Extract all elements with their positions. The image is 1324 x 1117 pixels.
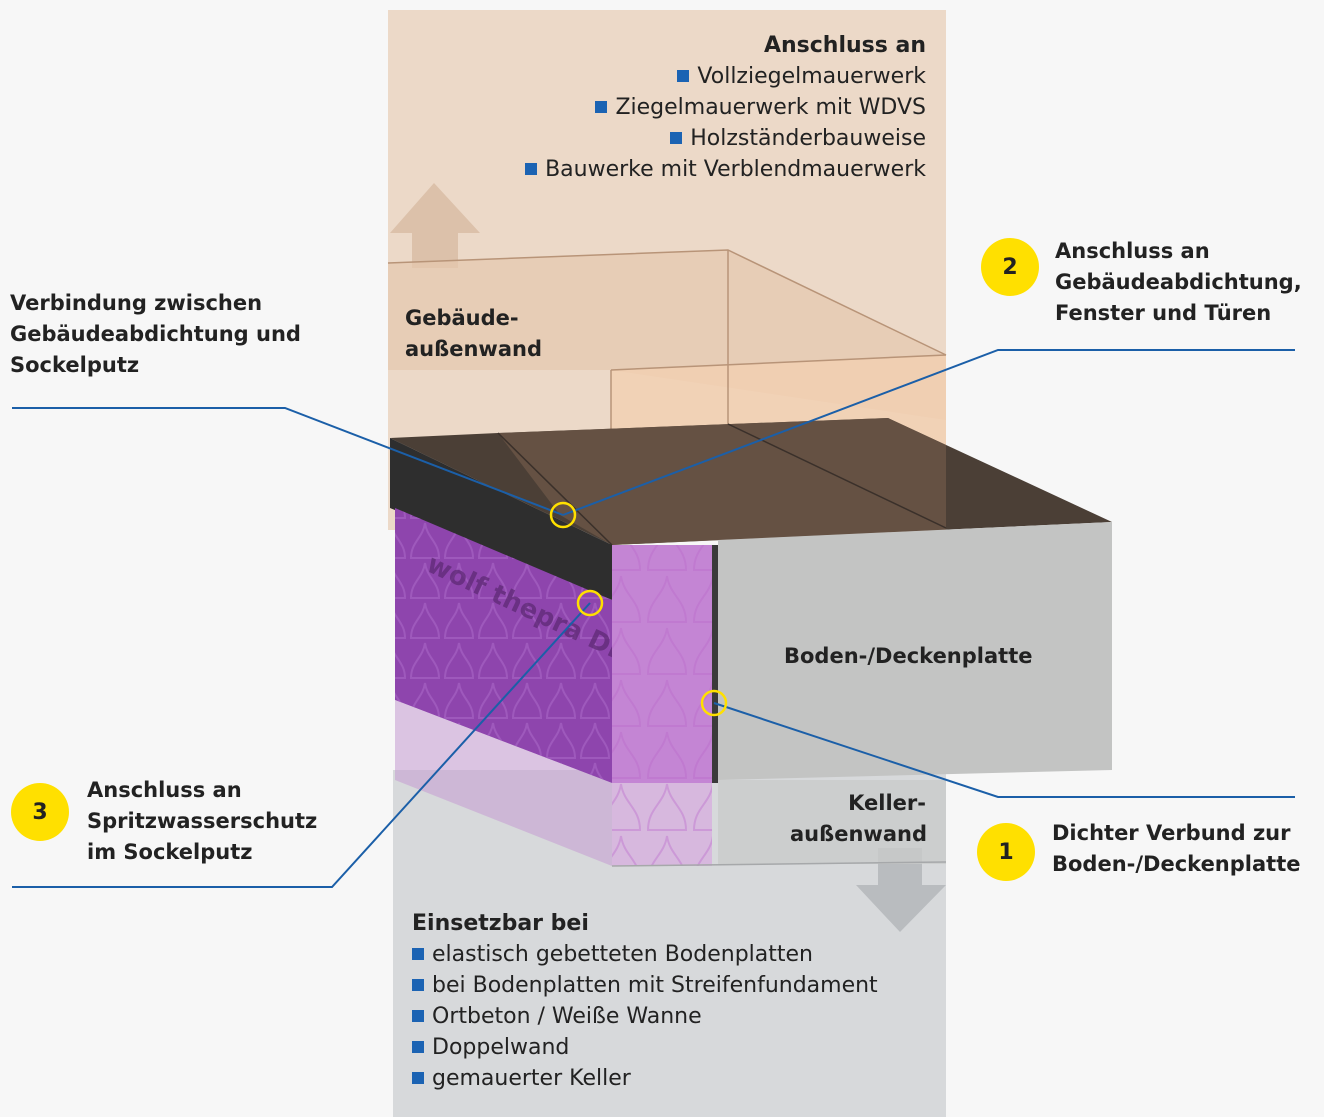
- floor-slab: [718, 522, 1112, 780]
- label-upper-wall: Gebäude- außenwand: [405, 306, 542, 361]
- top-list: Anschluss an Vollziegelmauerwerk Ziegelm…: [480, 30, 926, 185]
- callout-badge-1: 1: [977, 823, 1035, 881]
- lower-wall-block: [395, 700, 612, 866]
- marker-circle-top: [549, 501, 577, 529]
- leader-line-2: [562, 349, 1295, 516]
- arrow-down-icon: [856, 848, 946, 932]
- sealing-band-front: [390, 438, 612, 600]
- bottom-list: Einsetzbar bei elastisch gebetteten Bode…: [412, 908, 942, 1094]
- arrow-up-icon: [390, 183, 480, 268]
- list-item: Bauwerke mit Verblendmauerwerk: [480, 154, 926, 185]
- callout-text-1: Dichter Verbund zur Boden-/Deckenplatte: [1052, 821, 1301, 876]
- label-slab: Boden-/Deckenplatte: [784, 644, 1033, 668]
- list-item: Holzständerbauweise: [480, 123, 926, 154]
- marker-circle-3: [576, 589, 604, 617]
- list-item: Doppelwand: [412, 1032, 942, 1063]
- callout-left-top: Verbindung zwischen Gebäudeabdichtung un…: [10, 291, 301, 377]
- list-item: Ziegelmauerwerk mit WDVS: [480, 92, 926, 123]
- leader-line-left-top: [12, 407, 564, 516]
- callout-badge-3: 3: [11, 783, 69, 841]
- label-lower-wall: Keller- außenwand: [790, 791, 927, 846]
- leader-line-1: [713, 702, 1295, 798]
- list-item: Ortbeton / Weiße Wanne: [412, 1001, 942, 1032]
- list-item: elastisch gebetteten Bodenplatten: [412, 939, 942, 970]
- top-list-heading: Anschluss an: [763, 33, 926, 58]
- callout-text-3: Anschluss an Spritzwasserschutz im Socke…: [87, 778, 318, 864]
- marker-circle-1: [700, 689, 728, 717]
- list-item: Vollziegelmauerwerk: [480, 61, 926, 92]
- leader-line-3: [12, 602, 591, 888]
- list-item: bei Bodenplatten mit Streifenfundament: [412, 970, 942, 1001]
- bottom-list-heading: Einsetzbar bei: [412, 911, 589, 936]
- list-item: gemauerter Keller: [412, 1063, 942, 1094]
- callout-badge-2: 2: [981, 238, 1039, 296]
- callout-text-2: Anschluss an Gebäudeabdichtung, Fenster …: [1055, 239, 1302, 325]
